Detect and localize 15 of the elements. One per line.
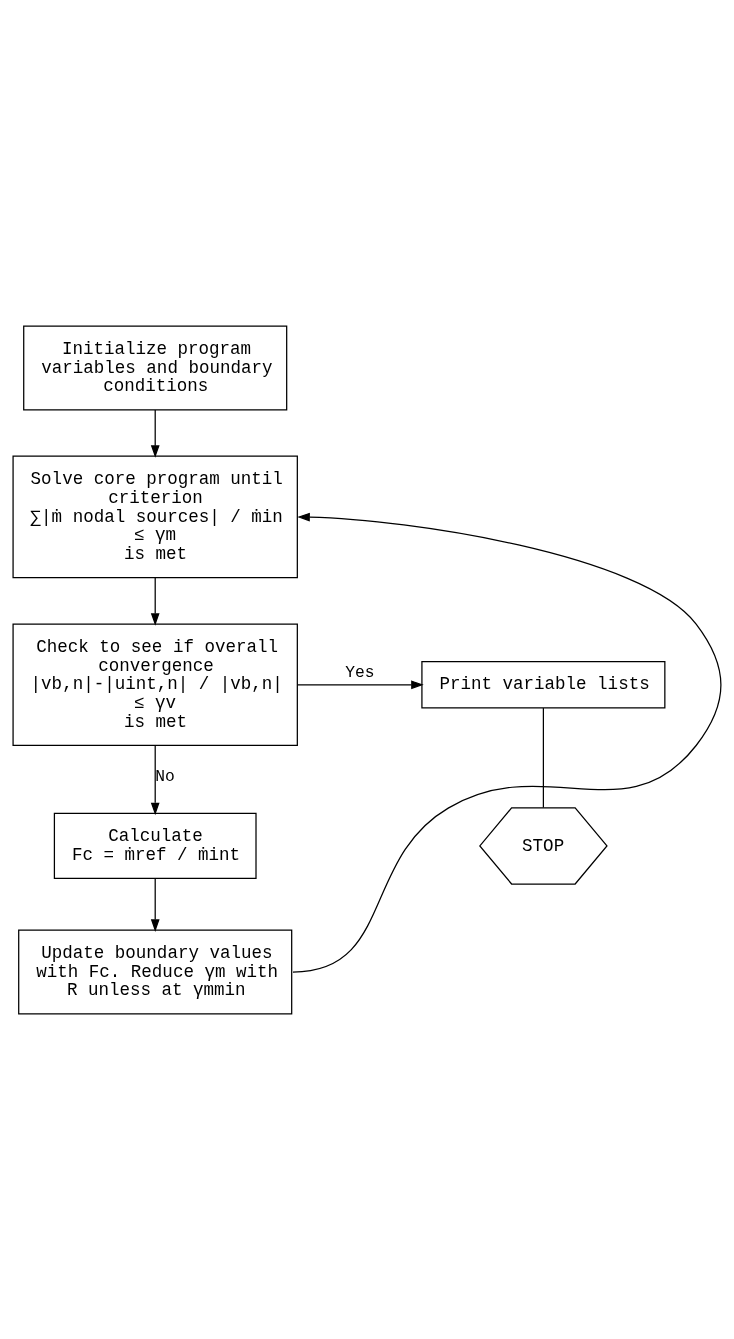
arrow <box>292 512 722 973</box>
edge-label: No <box>155 766 175 786</box>
edge-label: Yes <box>345 662 375 681</box>
arrow <box>150 576 160 626</box>
node-box: Calculate Fc = ṁref / ṁint <box>53 812 257 879</box>
connector <box>542 706 544 808</box>
node-box: Update boundary values with Fc. Reduce γm with R unless at γmmin <box>18 928 293 1015</box>
arrow <box>296 679 424 689</box>
arrow <box>150 877 160 932</box>
node-box: Check to see if overall convergence |vb,n|-|uint,n| / |vb,n| ≤ γv is met <box>12 622 298 746</box>
node-box: Solve core program until criterion ∑|ṁ nodal sources| / ṁin ≤ γm is met <box>12 455 298 578</box>
arrow <box>150 408 160 458</box>
arrow <box>150 744 160 815</box>
node-box: Print variable lists <box>421 660 666 709</box>
node-box: Initialize program variables and boundary conditions <box>23 324 288 411</box>
